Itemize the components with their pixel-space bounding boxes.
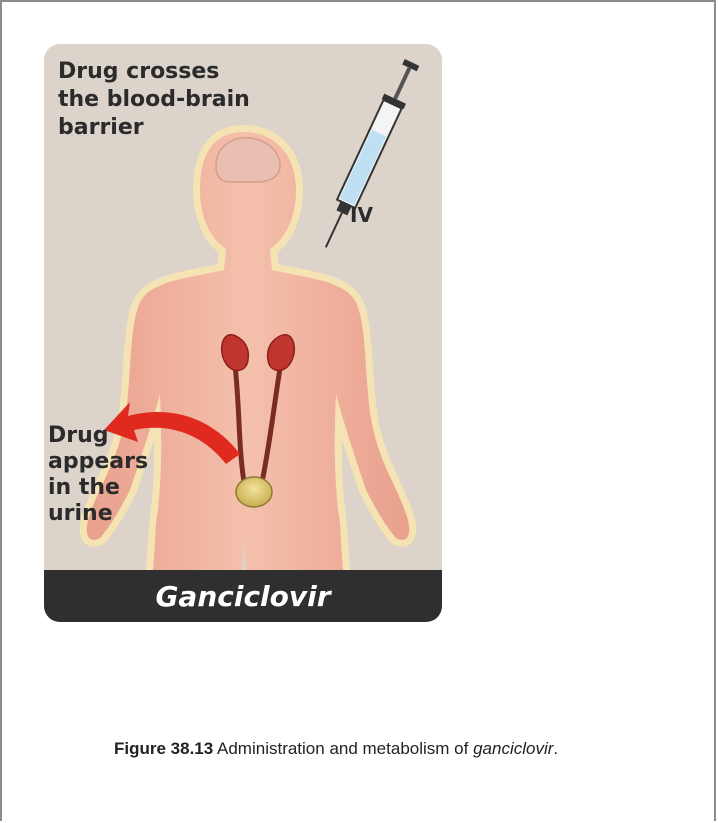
drug-name: Ganciclovir <box>155 580 332 613</box>
figure-label: Figure 38.13 <box>114 739 213 758</box>
route-label: IV <box>350 203 373 227</box>
caption-period: . <box>553 739 558 758</box>
caption-drug: ganciclovir <box>473 739 553 758</box>
caption-text: Administration and metabolism of <box>213 739 473 758</box>
figure-caption: Figure 38.13 Administration and metaboli… <box>114 739 558 759</box>
bladder <box>236 477 272 507</box>
figure-illustration: Drug crosses the blood-brain barrier IV … <box>44 44 442 622</box>
